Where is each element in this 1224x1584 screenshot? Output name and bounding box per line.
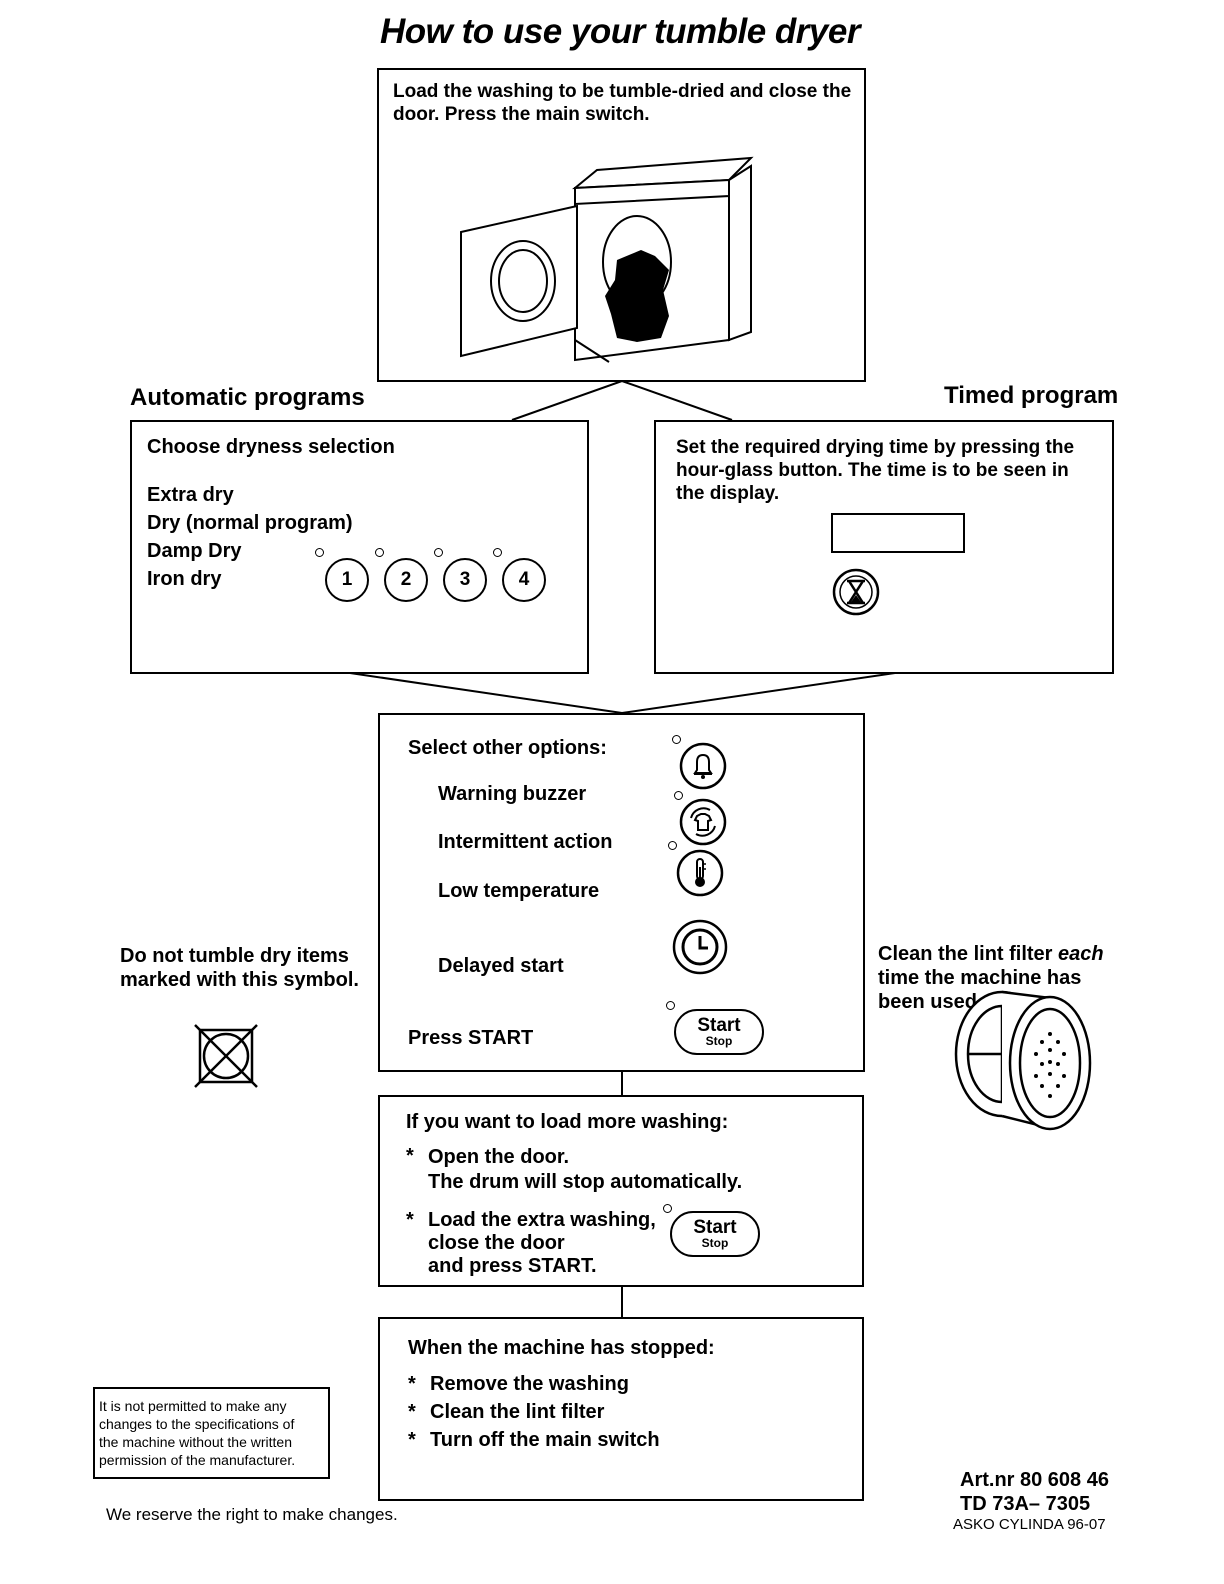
brand-code: ASKO CYLINDA 96-07 (953, 1516, 1106, 1533)
program-button-4[interactable]: 4 (502, 558, 546, 602)
start-stop-button[interactable]: Start Stop (674, 1009, 764, 1055)
article-number: Art.nr 80 608 46 (960, 1469, 1109, 1491)
delayed-start-button[interactable] (672, 919, 728, 975)
load-step-text: Load the washing to be tumble-dried and … (393, 81, 852, 125)
thermometer-icon (676, 849, 724, 897)
hourglass-button[interactable] (832, 568, 880, 616)
time-display (831, 513, 965, 553)
stopped-item-clean: Clean the lint filter (430, 1401, 605, 1423)
option-dry-normal: Dry (normal program) (147, 512, 353, 534)
intermittent-action-label: Intermittent action (438, 831, 613, 853)
indicator-led (674, 791, 683, 800)
bullet: * (408, 1401, 416, 1423)
no-tumble-dry-note: Do not tumble dry items marked with this… (120, 945, 359, 991)
warning-buzzer-label: Warning buzzer (438, 783, 587, 805)
automatic-programs-heading: Automatic programs (130, 384, 365, 411)
dryness-selection-label: Choose dryness selection (147, 436, 395, 458)
indicator-led (434, 548, 443, 557)
clock-icon (672, 919, 728, 975)
bullet: * (408, 1373, 416, 1395)
bullet: * (406, 1145, 414, 1167)
reserve-changes-note: We reserve the right to make changes. (106, 1505, 398, 1524)
indicator-led (672, 735, 681, 744)
machine-stopped-heading: When the machine has stopped: (408, 1337, 715, 1359)
indicator-led (663, 1204, 672, 1213)
stopped-item-remove: Remove the washing (430, 1373, 629, 1395)
program-button-3[interactable]: 3 (443, 558, 487, 602)
indicator-led (668, 841, 677, 850)
load-more-heading: If you want to load more washing: (406, 1111, 729, 1133)
indicator-led (375, 548, 384, 557)
other-options-box: Select other options: Warning buzzer Int… (378, 713, 865, 1072)
bell-icon (679, 742, 727, 790)
indicator-led (666, 1001, 675, 1010)
timed-program-box: Set the required drying time by pressing… (654, 420, 1114, 674)
timed-program-heading: Timed program (944, 382, 1119, 409)
load-step-box: Load the washing to be tumble-dried and … (377, 68, 866, 382)
modification-notice: It is not permitted to make any changes … (93, 1387, 330, 1479)
model-number: TD 73A– 7305 (960, 1493, 1091, 1515)
option-extra-dry: Extra dry (147, 484, 234, 506)
lint-filter-note: Clean the lint filter each time the mach… (878, 943, 1104, 1013)
low-temperature-label: Low temperature (438, 880, 600, 902)
program-button-1[interactable]: 1 (325, 558, 369, 602)
load-more-step-1: Open the door. The drum will stop automa… (428, 1146, 743, 1193)
indicator-led (315, 548, 324, 557)
hourglass-icon (832, 568, 880, 616)
do-not-tumble-dry-icon (194, 1024, 258, 1088)
warning-buzzer-button[interactable] (679, 742, 727, 790)
intermittent-action-button[interactable] (679, 798, 727, 846)
other-options-heading: Select other options: (408, 737, 607, 759)
page-title: How to use your tumble dryer (380, 12, 860, 51)
timed-program-text: Set the required drying time by pressing… (676, 437, 1075, 504)
indicator-led (493, 548, 502, 557)
machine-stopped-box: When the machine has stopped: * Remove t… (378, 1317, 864, 1501)
start-stop-button[interactable]: Start Stop (670, 1211, 760, 1257)
load-more-step-2: Load the extra washing, close the door a… (428, 1209, 656, 1277)
option-iron-dry: Iron dry (147, 568, 222, 590)
shirt-rotate-icon (679, 798, 727, 846)
low-temperature-button[interactable] (676, 849, 724, 897)
load-more-box: If you want to load more washing: * Open… (378, 1095, 864, 1287)
bullet: * (408, 1429, 416, 1451)
press-start-label: Press START (408, 1027, 534, 1049)
program-button-2[interactable]: 2 (384, 558, 428, 602)
dryer-illustration (460, 156, 754, 363)
option-damp-dry: Damp Dry (147, 540, 242, 562)
stopped-item-switch: Turn off the main switch (430, 1429, 660, 1451)
lint-filter-illustration (954, 990, 1092, 1131)
bullet: * (406, 1209, 414, 1231)
delayed-start-label: Delayed start (438, 955, 564, 977)
automatic-programs-box: Choose dryness selection Extra dry Dry (… (130, 420, 589, 674)
